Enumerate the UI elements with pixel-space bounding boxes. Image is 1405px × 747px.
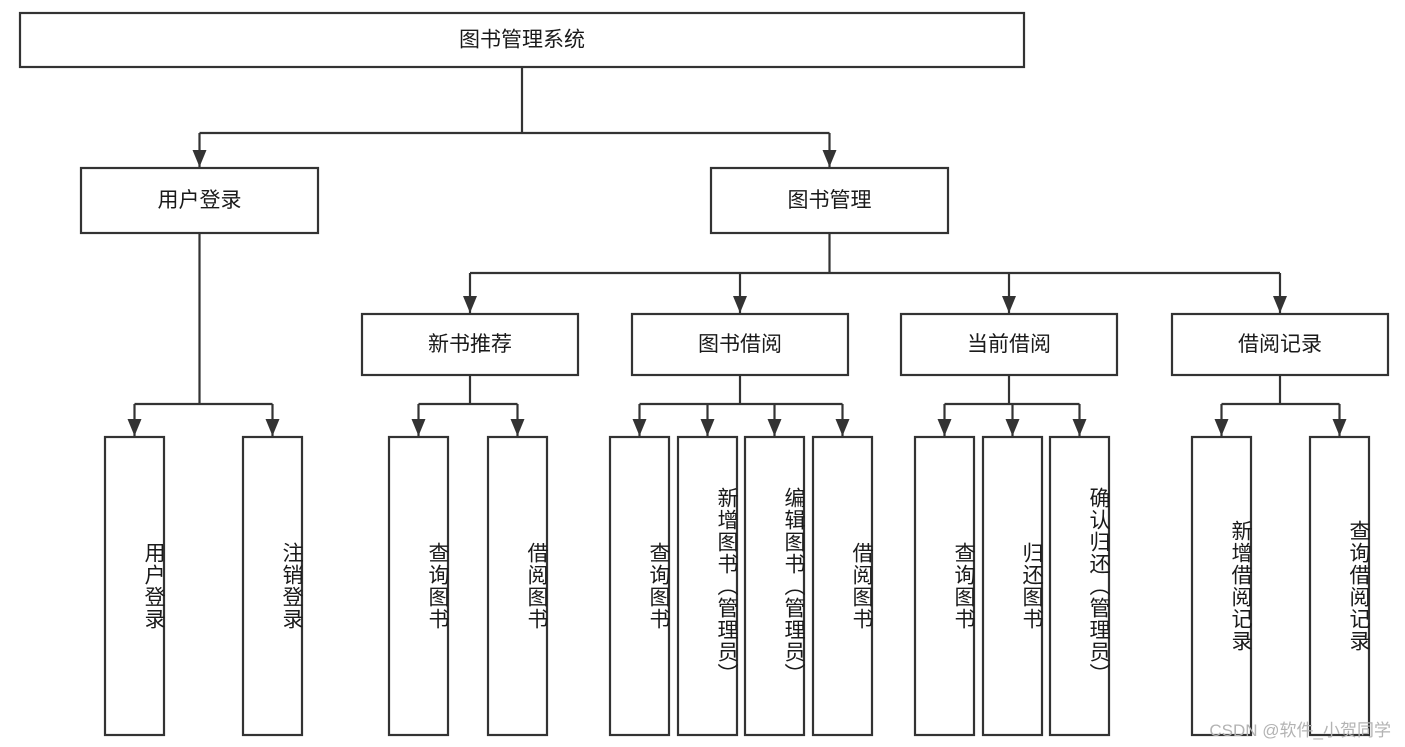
node-box-l3-0[interactable] xyxy=(360,312,580,377)
node-box-leaf-9[interactable] xyxy=(981,435,1044,737)
node-label-l2-1: 图书管理 xyxy=(788,189,872,212)
arrow-head-l2-books-0 xyxy=(463,296,477,313)
box-layer xyxy=(18,11,1390,737)
node-box-leaf-6[interactable] xyxy=(743,435,806,737)
node-label-l3-0: 新书推荐 xyxy=(428,333,512,356)
node-box-leaf-4[interactable] xyxy=(608,435,671,737)
node-box-leaf-1[interactable] xyxy=(241,435,304,737)
node-box-l3-3[interactable] xyxy=(1170,312,1390,377)
arrow-head-l3-1-0 xyxy=(632,419,647,436)
node-label-l3-3: 借阅记录 xyxy=(1238,333,1322,356)
node-box-l3-2[interactable] xyxy=(899,312,1119,377)
arrow-head-l3-3-1 xyxy=(1332,419,1347,436)
node-box-leaf-3[interactable] xyxy=(486,435,549,737)
node-box-leaf-2[interactable] xyxy=(387,435,450,737)
arrow-head-l3-0-0 xyxy=(411,419,426,436)
watermark-text: CSDN @软件_小贺同学 xyxy=(1209,721,1391,740)
node-box-leaf-5[interactable] xyxy=(676,435,739,737)
node-box-l2-1[interactable] xyxy=(709,166,950,235)
node-box-l2-0[interactable] xyxy=(79,166,320,235)
node-label-l3-2: 当前借阅 xyxy=(967,333,1051,356)
arrow-head-l3-2-1 xyxy=(1005,419,1020,436)
node-box-root[interactable] xyxy=(18,11,1026,69)
arrow-head-l3-1-1 xyxy=(700,419,715,436)
arrow-head-l2-user-1 xyxy=(265,419,280,436)
arrow-head-l3-1-2 xyxy=(767,419,782,436)
arrow-head-l2-user-0 xyxy=(127,419,142,436)
arrow-head-l2-books-2 xyxy=(1002,296,1016,313)
node-box-leaf-11[interactable] xyxy=(1190,435,1253,737)
arrow-head-l3-2-2 xyxy=(1072,419,1087,436)
node-label-l2-0: 用户登录 xyxy=(158,189,242,212)
arrow-head-root-0 xyxy=(192,150,207,167)
node-box-leaf-0[interactable] xyxy=(103,435,166,737)
node-box-l3-1[interactable] xyxy=(630,312,850,377)
node-label-l3-1: 图书借阅 xyxy=(698,333,782,356)
connector-layer xyxy=(127,67,1347,436)
arrow-head-l3-1-3 xyxy=(835,419,850,436)
node-box-leaf-7[interactable] xyxy=(811,435,874,737)
arrow-head-l3-3-0 xyxy=(1214,419,1229,436)
node-box-leaf-10[interactable] xyxy=(1048,435,1111,737)
arrow-head-l3-0-1 xyxy=(510,419,525,436)
arrow-head-l2-books-3 xyxy=(1273,296,1287,313)
node-box-leaf-8[interactable] xyxy=(913,435,976,737)
arrow-head-l2-books-1 xyxy=(733,296,747,313)
arrow-head-l3-2-0 xyxy=(937,419,952,436)
node-box-leaf-12[interactable] xyxy=(1308,435,1371,737)
node-label-root: 图书管理系统 xyxy=(459,29,585,52)
arrow-head-root-1 xyxy=(822,150,837,167)
